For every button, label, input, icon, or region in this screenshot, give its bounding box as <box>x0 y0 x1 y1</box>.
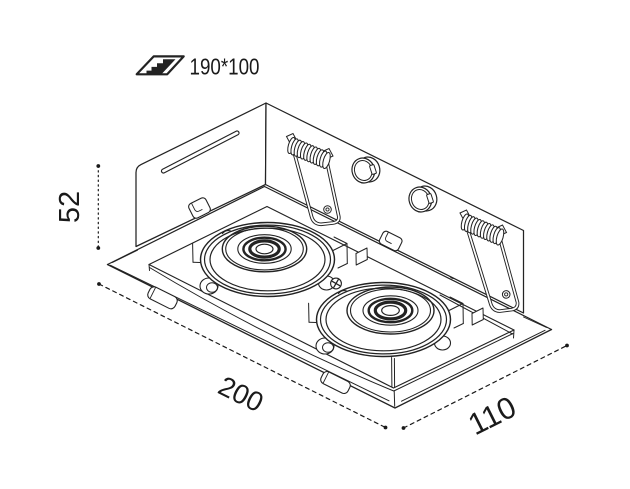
svg-text:52: 52 <box>54 191 86 223</box>
svg-text:190*100: 190*100 <box>190 53 260 79</box>
